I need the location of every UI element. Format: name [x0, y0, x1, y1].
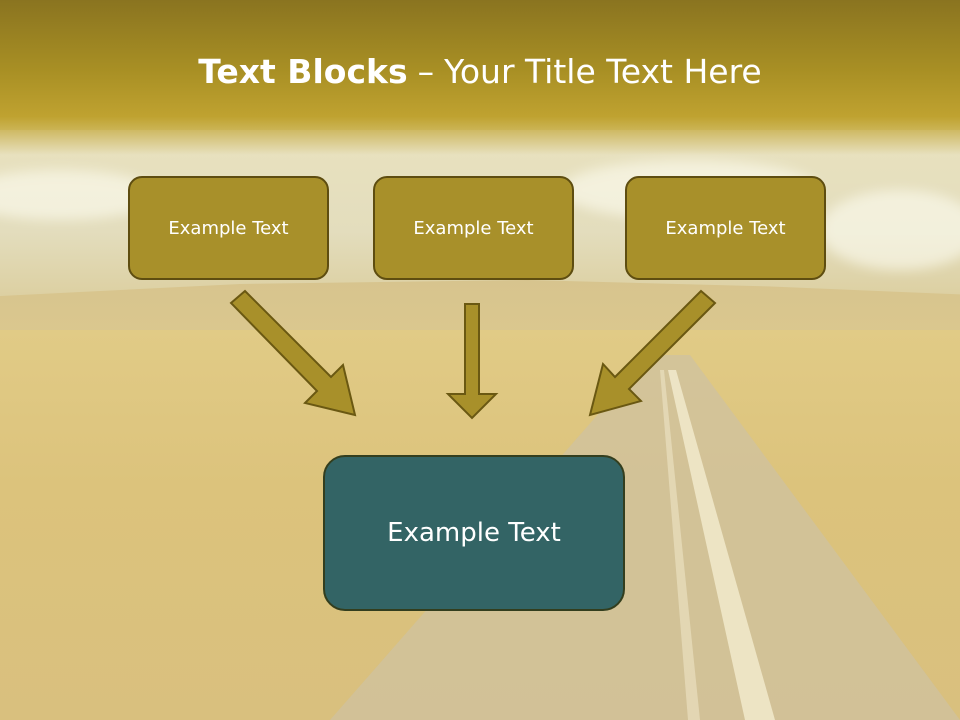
text-block-right[interactable]: Example Text [625, 176, 826, 280]
text-block-label: Example Text [168, 217, 289, 239]
text-block-left[interactable]: Example Text [128, 176, 329, 280]
slide-title: Text Blocks–Your Title Text Here [0, 52, 960, 91]
title-rest-text: Your Title Text Here [444, 52, 762, 91]
title-bold-text: Text Blocks [198, 52, 408, 91]
text-block-target-label: Example Text [387, 518, 561, 548]
title-band [0, 0, 960, 155]
text-block-label: Example Text [413, 217, 534, 239]
background-cloud [820, 190, 960, 270]
arrow-center-icon [445, 303, 499, 420]
arrow-left-icon [229, 289, 357, 417]
text-block-center[interactable]: Example Text [373, 176, 574, 280]
text-block-label: Example Text [665, 217, 786, 239]
text-block-target[interactable]: Example Text [323, 455, 625, 611]
arrow-right-icon [588, 289, 717, 417]
title-dash: – [417, 52, 435, 91]
